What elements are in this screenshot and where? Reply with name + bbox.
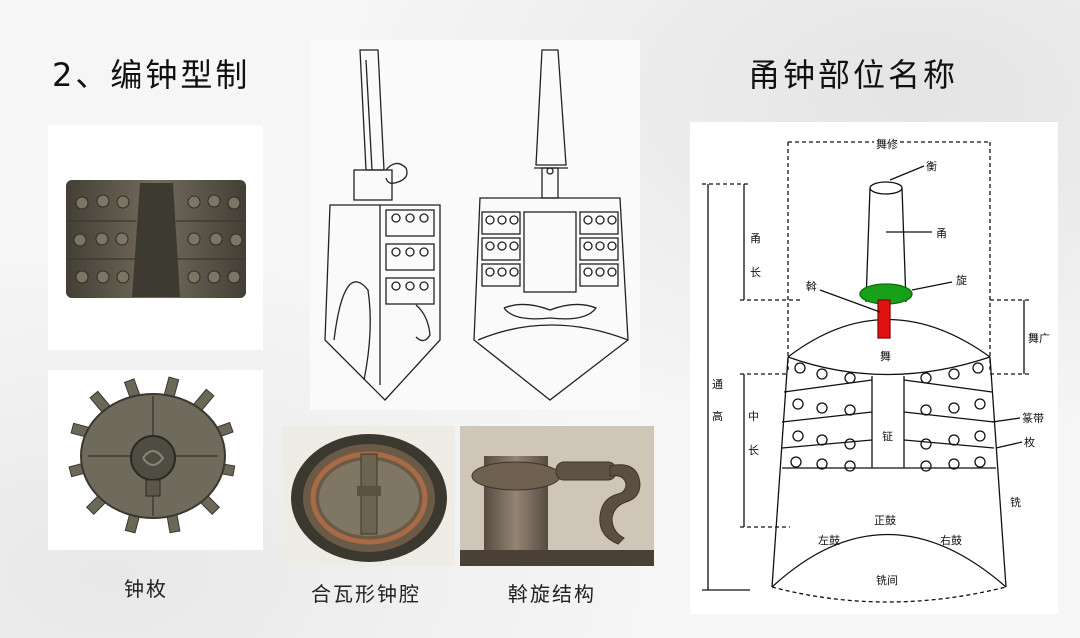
caption-zhongmei: 钟枚: [124, 577, 168, 601]
label-tonggao-2: 高: [712, 410, 723, 423]
label-mei: 枚: [1024, 436, 1035, 449]
photo-bell-top-view: [48, 370, 263, 550]
label-heng: 衡: [926, 160, 937, 173]
label-tonggao-1: 通: [712, 378, 723, 391]
label-xianjian: 铣间: [876, 574, 898, 587]
label-yougu: 右鼓: [940, 534, 962, 547]
label-wuxiu: 舞修: [874, 136, 900, 152]
label-wu: 舞: [880, 350, 891, 363]
section-title-bell-parts: 甬钟部位名称: [748, 56, 959, 94]
diagram-yongzhong-parts: 舞修 衡 甬 甬 长 斡 旋 舞 舞广 通 高 中 长 钲 篆带 枚 铣 正鼓 …: [690, 122, 1058, 614]
label-zuogu: 左鼓: [818, 534, 840, 547]
section-title-bell-form: 2、编钟型制: [52, 56, 251, 94]
label-yongchang-2: 长: [750, 266, 761, 279]
caption-wo-xuan: 斡旋结构: [508, 582, 596, 606]
photo-wo-xuan-structure: [460, 426, 654, 566]
label-yong: 甬: [936, 227, 947, 240]
label-wo: 斡: [806, 280, 817, 293]
label-xuan: 旋: [956, 274, 967, 287]
label-zhenggu: 正鼓: [874, 514, 896, 527]
label-zhuandai: 篆带: [1022, 412, 1044, 425]
line-drawing-bells: [310, 40, 640, 410]
label-yongchang-1: 甬: [750, 232, 761, 245]
photo-bell-body: [48, 125, 263, 350]
label-zheng: 钲: [882, 430, 893, 443]
caption-hewa-cavity: 合瓦形钟腔: [311, 582, 421, 606]
label-wuguang: 舞广: [1028, 332, 1050, 345]
label-xian: 铣: [1010, 496, 1021, 509]
label-zhongchang-1: 中: [748, 410, 759, 423]
label-zhongchang-2: 长: [748, 444, 759, 457]
photo-bell-cavity: [283, 426, 455, 566]
